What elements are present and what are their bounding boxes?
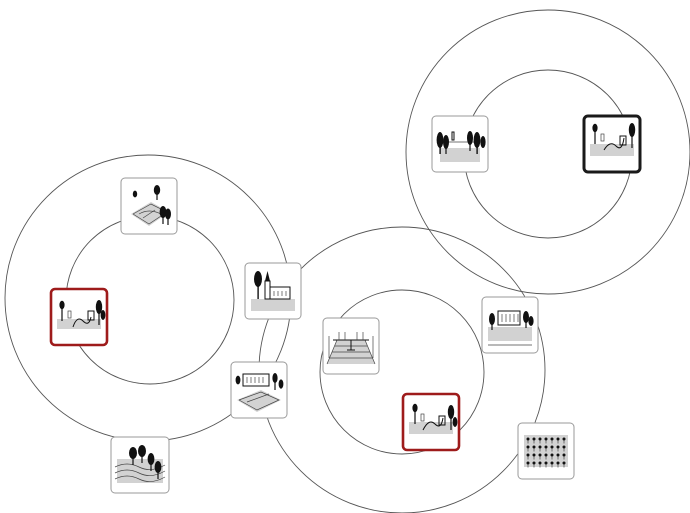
- orchard-tree-mark: [550, 445, 554, 449]
- tree-row-icon: [436, 131, 486, 162]
- orchard-tree-mark: [544, 445, 548, 449]
- ring-center-outer: [258, 226, 546, 513]
- orchard-tree-mark: [556, 453, 560, 457]
- orchard-tree-mark: [556, 445, 560, 449]
- garden-path-tile-left[interactable]: [49, 287, 109, 347]
- building-tile[interactable]: [481, 296, 539, 354]
- rings: [4, 9, 690, 513]
- garden-path-icon: [57, 300, 106, 329]
- orchard-tile[interactable]: [517, 422, 575, 480]
- river-trees-tile[interactable]: [110, 436, 170, 494]
- tree-row-tile[interactable]: [431, 115, 489, 173]
- river-trees-icon: [114, 445, 166, 483]
- garden-plan-icon: [131, 185, 171, 226]
- park-tile-top[interactable]: [120, 177, 178, 235]
- garden-path-icon: [590, 123, 636, 156]
- orchard-tree-mark: [544, 461, 548, 465]
- orchard-tree-mark: [562, 453, 566, 457]
- orchard-tree-mark: [550, 437, 554, 441]
- garden-path-icon: [409, 403, 458, 434]
- orchard-tree-mark: [526, 445, 530, 449]
- orchard-grid-icon: [524, 435, 568, 468]
- orchard-tree-mark: [526, 437, 530, 441]
- orchard-tree-mark: [538, 461, 542, 465]
- garden-path-tile-center[interactable]: [401, 392, 461, 452]
- garden-path-tile-right[interactable]: [582, 114, 642, 174]
- orchard-tree-mark: [550, 461, 554, 465]
- ring-right-outer: [405, 9, 690, 295]
- manor-garden-tile[interactable]: [230, 361, 288, 419]
- orchard-tree-mark: [532, 461, 536, 465]
- orchard-tree-mark: [556, 437, 560, 441]
- orchard-tree-mark: [562, 461, 566, 465]
- plaza-perspective-icon: [326, 332, 376, 365]
- orchard-tree-mark: [532, 453, 536, 457]
- manor-garden-icon: [235, 373, 284, 412]
- church-tile[interactable]: [244, 262, 302, 320]
- orchard-tree-mark: [556, 461, 560, 465]
- orchard-tree-mark: [538, 453, 542, 457]
- orchard-tree-mark: [526, 453, 530, 457]
- plaza-tile[interactable]: [322, 317, 380, 375]
- orchard-tree-mark: [526, 461, 530, 465]
- orchard-tree-mark: [532, 437, 536, 441]
- orchard-tree-mark: [562, 445, 566, 449]
- orchard-tree-mark: [544, 453, 548, 457]
- orchard-tree-mark: [532, 445, 536, 449]
- orchard-tree-mark: [544, 437, 548, 441]
- building-icon: [488, 310, 534, 346]
- orchard-tree-mark: [538, 445, 542, 449]
- ring-center-inner: [319, 289, 485, 455]
- orchard-tree-mark: [550, 453, 554, 457]
- orchard-tree-mark: [538, 437, 542, 441]
- church-icon: [251, 271, 295, 311]
- orchard-tree-mark: [562, 437, 566, 441]
